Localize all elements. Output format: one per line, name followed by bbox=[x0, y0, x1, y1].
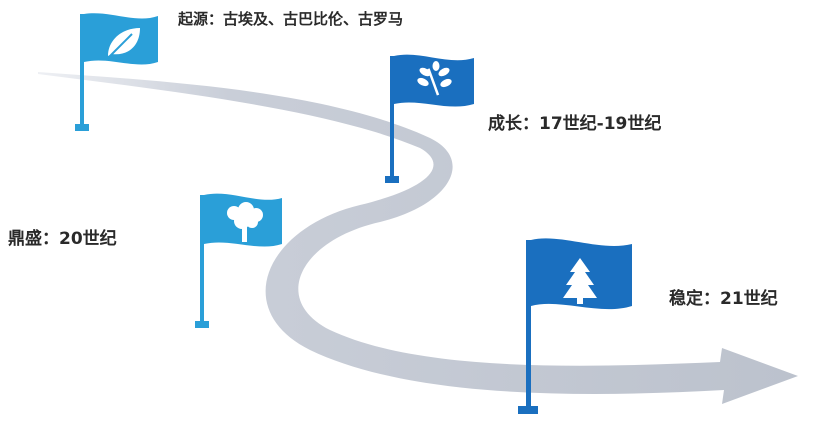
flag-origin bbox=[75, 13, 158, 131]
stage-label-peak: 鼎盛：20世纪 bbox=[8, 229, 117, 249]
flag-peak bbox=[195, 193, 282, 328]
flag-growth bbox=[385, 54, 474, 183]
sprout-icon bbox=[417, 61, 452, 96]
road-arrow-shape bbox=[38, 72, 798, 404]
stage-label-origin: 起源：古埃及、古巴比伦、古罗马 bbox=[178, 10, 404, 28]
leaf-icon bbox=[105, 28, 140, 61]
flag-stable bbox=[518, 238, 632, 414]
tree-icon bbox=[227, 202, 263, 242]
pine-tree-icon bbox=[563, 258, 597, 304]
stage-label-growth: 成长：17世纪-19世纪 bbox=[488, 114, 662, 134]
stage-label-stable: 稳定：21世纪 bbox=[669, 289, 778, 309]
timeline-road bbox=[38, 72, 798, 404]
